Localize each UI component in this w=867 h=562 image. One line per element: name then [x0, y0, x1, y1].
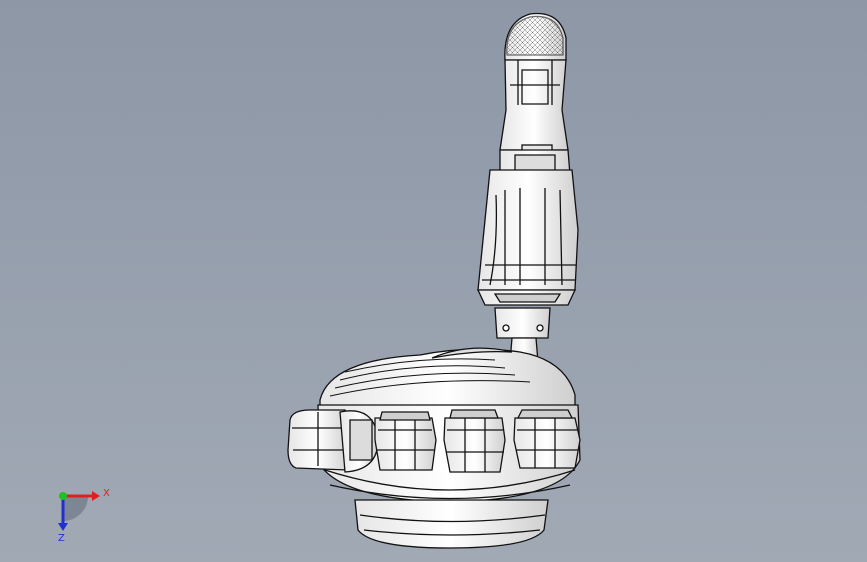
thumb-joint [494, 307, 551, 339]
coordinate-triad [58, 491, 100, 531]
y-axis-dot [59, 492, 67, 500]
thumb-tip-mesh [506, 15, 564, 56]
finger-1[interactable] [287, 409, 379, 473]
z-axis-arrow [58, 523, 68, 531]
palm-base [354, 499, 549, 549]
finger-4[interactable] [513, 409, 581, 469]
thumb-proximal [477, 169, 579, 291]
finger-2[interactable] [374, 411, 437, 471]
x-axis-label: X [103, 488, 110, 499]
thumb[interactable] [476, 12, 579, 363]
thumb-distal [499, 59, 569, 151]
x-axis-arrow [92, 491, 100, 501]
finger-3[interactable] [443, 409, 506, 473]
triad-shadow [63, 496, 88, 521]
z-axis-label: Z [58, 533, 65, 544]
